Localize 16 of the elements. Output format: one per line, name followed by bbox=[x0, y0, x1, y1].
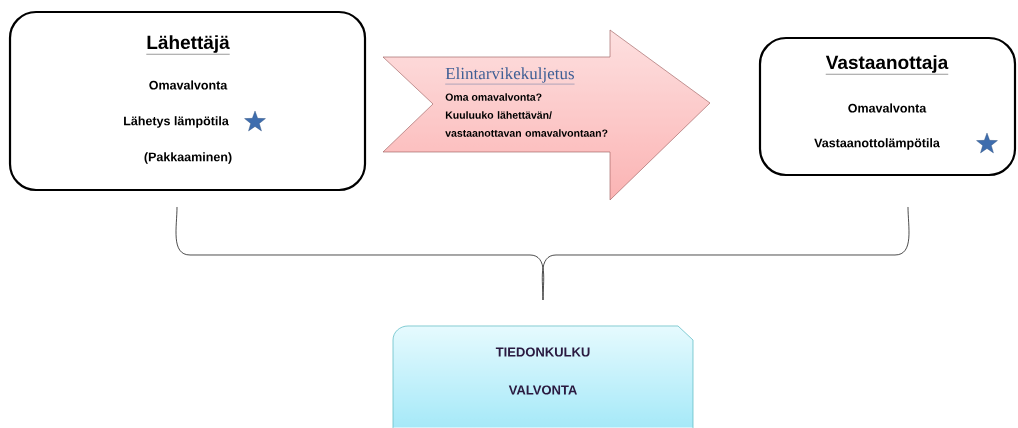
box-title: Lähettäjä bbox=[146, 35, 230, 55]
arrow-title: Elintarvikekuljetus bbox=[445, 67, 575, 85]
box-text: (Pakkaaminen) bbox=[144, 152, 232, 164]
rounded-box bbox=[8, 10, 367, 192]
box-text: TIEDONKULKU bbox=[495, 347, 590, 357]
cut-corner-box bbox=[392, 325, 694, 428]
arrow-text: Kuuluuko lähettävän/ vastaanottavan omavalvontaan? bbox=[445, 111, 608, 137]
box-text: Vastaanottolämpötila bbox=[814, 138, 940, 150]
box-text: Omavalvonta bbox=[848, 103, 927, 113]
rounded-box bbox=[758, 36, 1017, 177]
box-text: Omavalvonta bbox=[149, 80, 228, 90]
box-text: Lähetys lämpötila bbox=[124, 116, 229, 128]
box-title: Vastaanottaja bbox=[825, 55, 949, 75]
block-arrow bbox=[382, 29, 711, 201]
arrow-text: Oma omavalvonta? bbox=[445, 93, 542, 101]
box-text: VALVONTA bbox=[508, 385, 577, 395]
